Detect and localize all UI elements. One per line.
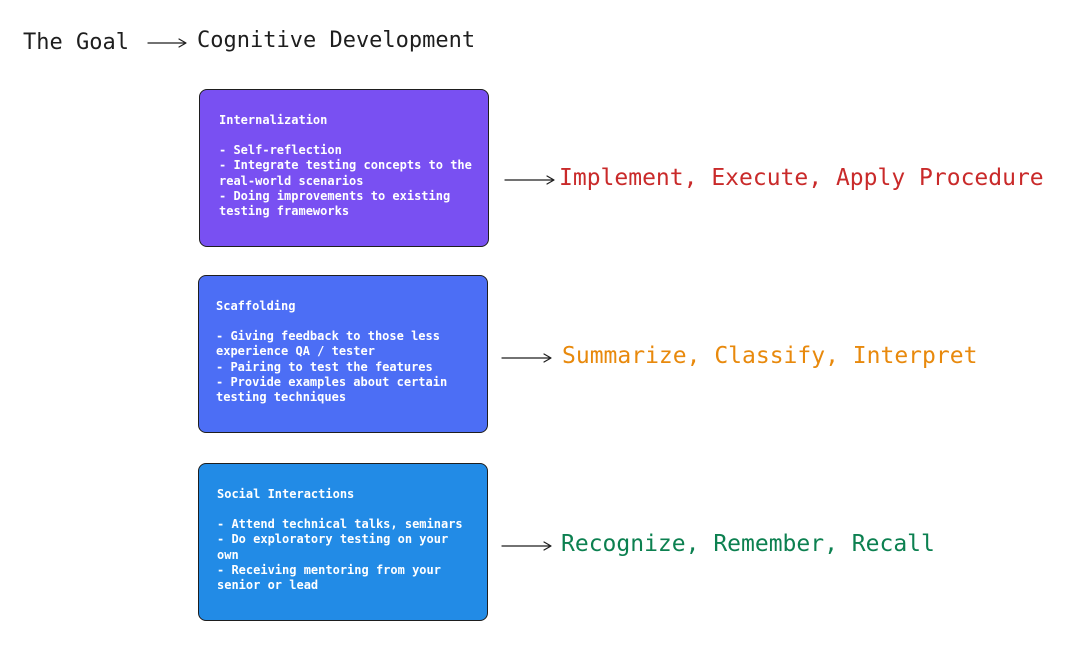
card-internalization: Internalization - Self-reflection - Inte…: [199, 89, 489, 247]
outcome-implement: Implement, Execute, Apply Procedure: [559, 165, 1044, 191]
outcome-recognize: Recognize, Remember, Recall: [561, 531, 935, 557]
outcome-arrow: [504, 175, 555, 185]
goal-target: Cognitive Development: [197, 28, 476, 53]
outcome-summarize: Summarize, Classify, Interpret: [562, 343, 978, 369]
goal-label: The Goal: [23, 30, 129, 55]
card-item: - Pairing to test the features: [216, 359, 433, 374]
card-item: - Integrate testing concepts to the real…: [219, 158, 480, 188]
card-title: Internalization: [219, 113, 328, 127]
card-item: - Giving feedback to those less experien…: [216, 329, 448, 359]
outcome-arrow: [501, 541, 552, 551]
card-item: - Provide examples about certain testing…: [216, 374, 455, 405]
card-item: - Attend technical talks, seminars: [217, 517, 463, 532]
card-scaffolding: Scaffolding - Giving feedback to those l…: [198, 275, 488, 433]
card-title: Scaffolding: [216, 299, 296, 313]
card-item: - Do exploratory testing on your own: [217, 532, 456, 562]
goal-arrow: [147, 38, 187, 48]
card-item: - Self-reflection: [219, 143, 342, 158]
card-item: - Receiving mentoring from your senior o…: [217, 562, 449, 593]
card-social-interactions: Social Interactions - Attend technical t…: [198, 463, 488, 621]
outcome-arrow: [501, 353, 552, 363]
card-item: - Doing improvements to existing testing…: [219, 188, 458, 219]
card-title: Social Interactions: [217, 487, 355, 501]
